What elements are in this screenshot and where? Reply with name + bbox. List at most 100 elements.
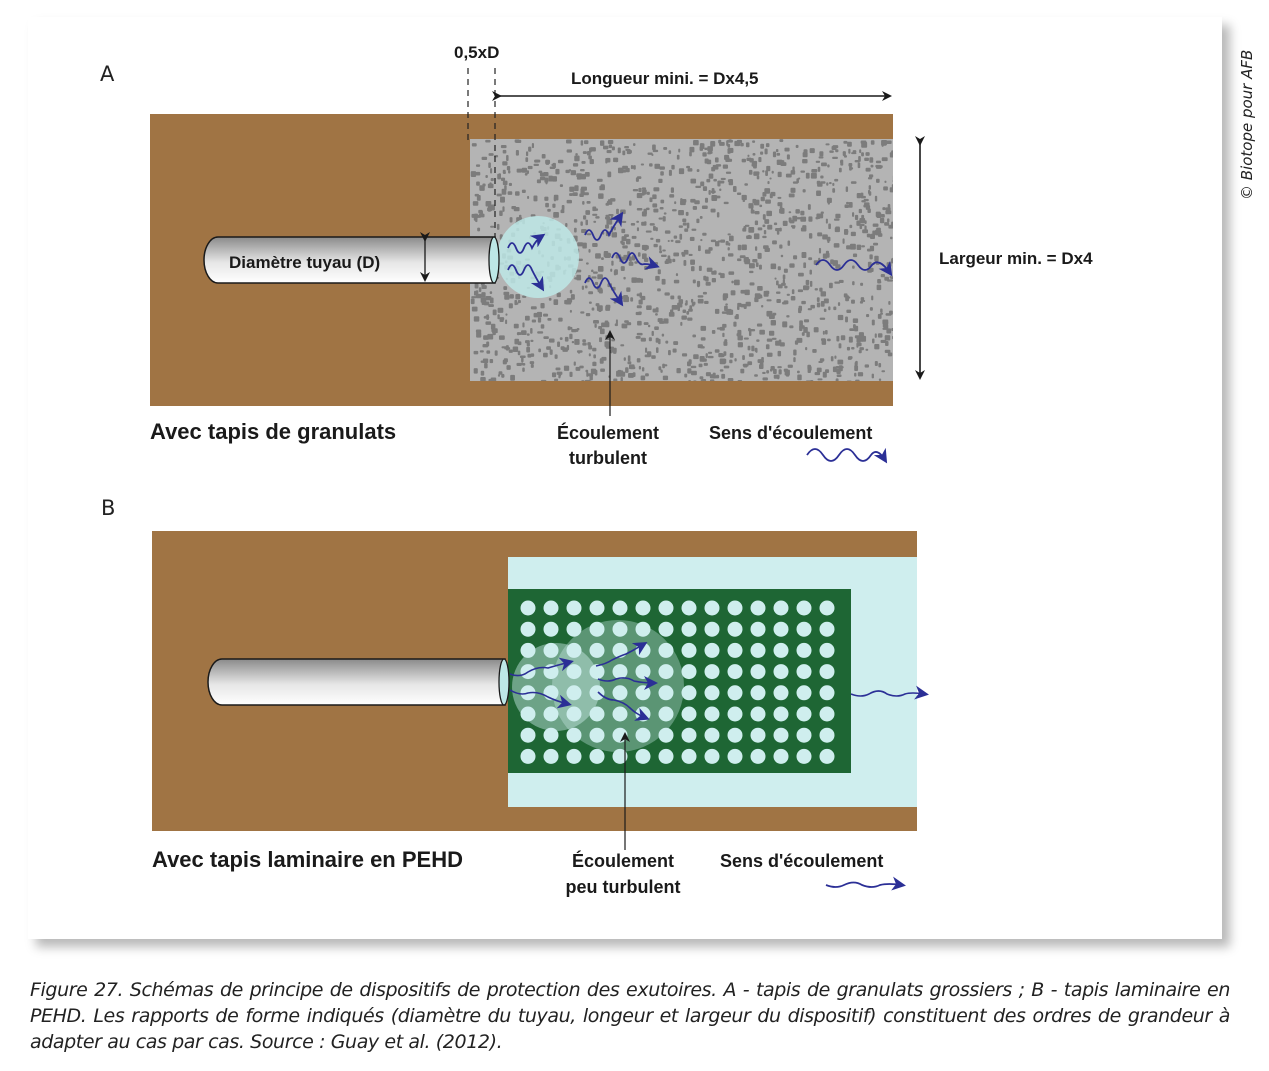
gravel-stone [846,346,851,351]
gravel-stone [843,140,848,144]
gravel-stone [870,140,875,145]
gravel-stone [808,257,813,261]
gravel-stone [756,339,760,342]
mat-hole [773,706,789,722]
gravel-stone [659,206,664,210]
gravel-stone [702,186,708,192]
mat-hole [727,706,743,722]
gravel-stone [526,342,530,347]
gravel-stone [678,148,681,153]
gravel-stone [623,357,626,361]
gravel-stone [675,240,681,244]
gravel-stone [508,170,511,174]
gravel-stone [606,157,611,163]
gravel-stone [812,349,817,353]
gravel-stone [631,235,637,239]
gravel-stone [553,211,559,218]
gravel-stone [780,162,787,166]
gravel-stone [628,256,632,262]
gravel-stone [664,292,670,296]
gravel-stone [658,217,663,220]
gravel-stone [811,169,818,173]
mat-hole [543,600,559,616]
gravel-stone [689,151,692,157]
gravel-stone [818,247,822,254]
gravel-stone [605,335,610,340]
gravel-stone [588,345,593,350]
gravel-stone [852,212,855,217]
gravel-stone [628,261,634,266]
gravel-stone [485,175,488,178]
gravel-stone [614,232,617,235]
gravel-stone [836,374,842,377]
gravel-stone [820,175,824,179]
gravel-stone [817,183,823,187]
gravel-stone [537,317,542,323]
gravel-stone [785,372,790,377]
gravel-stone [848,148,851,154]
gravel-stone [583,140,589,145]
gravel-stone [557,159,564,164]
mat-hole [681,685,697,701]
gravel-stone [536,311,542,318]
gravel-stone [805,346,808,351]
gravel-stone [845,316,848,323]
gravel-stone [677,295,681,300]
mat-hole [727,727,743,743]
gravel-stone [522,322,525,328]
gravel-stone [856,193,861,199]
gravel-stone [489,291,493,294]
gravel-stone [777,266,781,271]
gravel-stone [797,289,804,293]
gravel-stone [857,162,861,169]
gravel-stone [822,371,827,378]
gravel-stone [744,183,748,186]
mat-holes [520,600,835,764]
gravel-stone [605,224,609,229]
gravel-stone [559,337,563,341]
gravel-stone [888,224,893,229]
gravel-stone [856,343,859,348]
gravel-stone [799,320,803,327]
gravel-stone [816,367,822,373]
gravel-stone [766,299,772,302]
gravel-stone [815,216,819,220]
gravel-stone [723,351,727,356]
gravel-stone [878,280,882,284]
gravel-stone [750,206,754,211]
gravel-stone [741,158,746,163]
gravel-stone [526,346,531,353]
gravel-stone [694,200,700,205]
gravel-stone [892,175,893,181]
gravel-stone [676,154,680,160]
gravel-stone [722,323,727,328]
gravel-stone [482,358,489,364]
mat-hole [819,600,835,616]
gravel-stone [796,217,803,220]
gravel-stone [655,337,659,343]
mat-hole [750,706,766,722]
gravel-stone [838,279,844,284]
flow-type-label-b-line2: peu turbulent [566,877,681,897]
gravel-stone [728,271,735,275]
gravel-stone [521,189,526,193]
gravel-stone [806,331,810,338]
gravel-stone [690,266,695,272]
gravel-stone [634,243,641,248]
gravel-stone [690,298,694,303]
gravel-stone [728,253,734,257]
gravel-stone [581,160,586,164]
gravel-stone [633,143,636,146]
gravel-stone [636,277,641,283]
gravel-stone [478,213,485,218]
gravel-stone [650,237,654,240]
flow-arrow-icon [597,691,650,721]
gravel-stone [637,252,641,257]
gravel-stone [625,367,629,373]
mat-hole [796,621,812,637]
gravel-stone [539,176,546,181]
gravel-stone [554,378,559,381]
gravel-stone [688,379,691,381]
gravel-stone [890,236,893,240]
gravel-stone [690,178,697,184]
